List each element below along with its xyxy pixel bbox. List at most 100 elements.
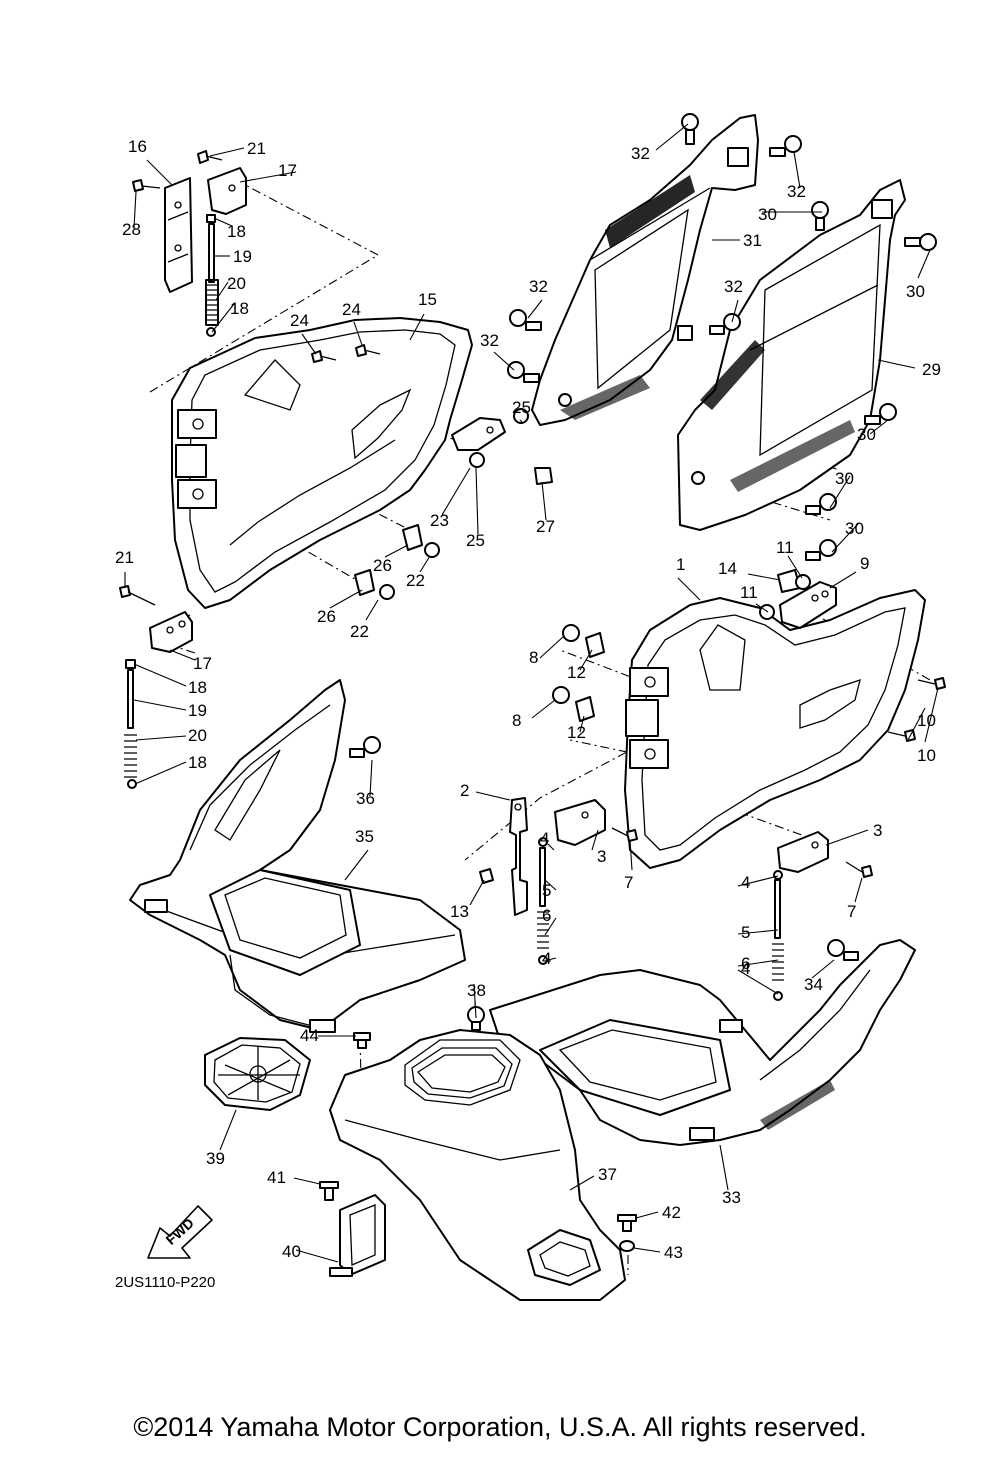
leader-line [295,1249,339,1263]
part-number-label: 32 [724,277,743,296]
leader-line [213,217,233,227]
console-cover [204,1037,311,1111]
part-number-label: 30 [906,282,925,301]
part-number-label: 26 [317,607,336,626]
part-number-label: 4 [741,959,750,978]
forward-arrow-icon: FWD [147,1205,213,1259]
part-number-label: 11 [776,538,794,557]
leader-line [353,321,363,346]
part-number-label: 26 [373,556,392,575]
right-door-hardware [552,569,946,742]
part-number-label: 30 [857,425,876,444]
part-number-label: 18 [188,753,207,772]
leader-line [869,419,889,435]
right-side-panel [677,179,906,531]
left-door-hardware [311,344,553,600]
leader-line [239,171,297,183]
part-number-label: 3 [597,847,606,866]
part-number-label: 7 [624,873,633,892]
part-number-label: 5 [542,881,551,900]
leader-line [293,1177,321,1185]
leader-line [493,351,515,371]
part-number-label: 32 [631,144,650,163]
part-number-label: 20 [227,274,246,293]
leader-line [133,699,187,711]
leader-line [747,573,781,581]
part-number-label: 2 [460,781,469,800]
part-number-label: 14 [718,559,737,578]
leader-line [219,1109,237,1151]
part-number-label: 32 [529,277,548,296]
part-number-label: 8 [529,648,538,667]
right-floor-panel [489,939,916,1146]
part-number-label: 23 [430,511,449,530]
lower-left-hinge [119,585,193,789]
leader-line [655,123,689,151]
leader-line [215,281,229,301]
leader-line [519,419,523,423]
part-number-label: 24 [342,300,361,319]
part-number-label: 34 [804,975,823,994]
leader-line [475,791,511,801]
part-number-label: 3 [873,821,882,840]
leader-line [301,333,317,355]
leader-line [737,969,779,995]
leader-line [544,879,557,891]
part-number-label: 18 [227,222,246,241]
leader-line [825,829,869,846]
leader-line [629,839,633,871]
part-number-label: 22 [350,622,369,641]
part-number-label: 39 [206,1149,225,1168]
leader-line [211,303,235,333]
leader-line [854,877,863,903]
leader-line [475,467,479,535]
leader-line [544,917,557,936]
leader-line [547,957,557,961]
part-number-label: 29 [922,360,941,379]
part-number-label: 35 [355,827,374,846]
leader-line [541,481,547,521]
leader-line [527,299,543,319]
part-number-label: 30 [845,519,864,538]
leader-line [146,159,173,186]
leader-line [924,687,939,743]
part-number-label: 21 [115,548,134,567]
center-side-panel [531,114,759,426]
leader-line [793,151,801,189]
leader-line [473,983,477,1019]
leader-line [829,571,857,589]
leader-line [135,735,187,741]
part-number-label: 9 [860,554,869,573]
part-number-label: 16 [128,137,147,156]
part-callouts: 1233444455667788910101111121213141516171… [115,137,941,1262]
part-number-label: 8 [512,711,521,730]
leader-line [787,555,803,579]
part-number-label: 36 [356,789,375,808]
leader-line [737,929,779,935]
leader-line [547,843,555,851]
part-number-label: 19 [188,701,207,720]
upper-left-hinge [132,150,247,337]
part-number-label: 31 [743,231,762,250]
leader-line [635,1211,659,1219]
part-number-label: 6 [542,906,551,925]
leader-line [469,879,485,906]
leader-line [384,544,409,558]
part-number-label: 21 [247,139,266,158]
leader-line [677,577,701,601]
part-number-label: 5 [741,923,750,942]
part-number-label: 27 [536,517,555,536]
part-number-label: 19 [233,247,252,266]
copyright-notice: ©2014 Yamaha Motor Corporation, U.S.A. A… [133,1412,867,1442]
part-number-label: 4 [542,949,551,968]
leader-line [579,649,593,671]
leader-line [169,649,196,661]
leader-line [531,699,556,719]
leader-line [209,147,245,157]
part-number-label: 17 [278,161,297,180]
part-number-label: 40 [282,1242,301,1261]
leader-line [591,829,599,851]
leader-line [829,475,851,509]
leader-line [409,313,425,341]
